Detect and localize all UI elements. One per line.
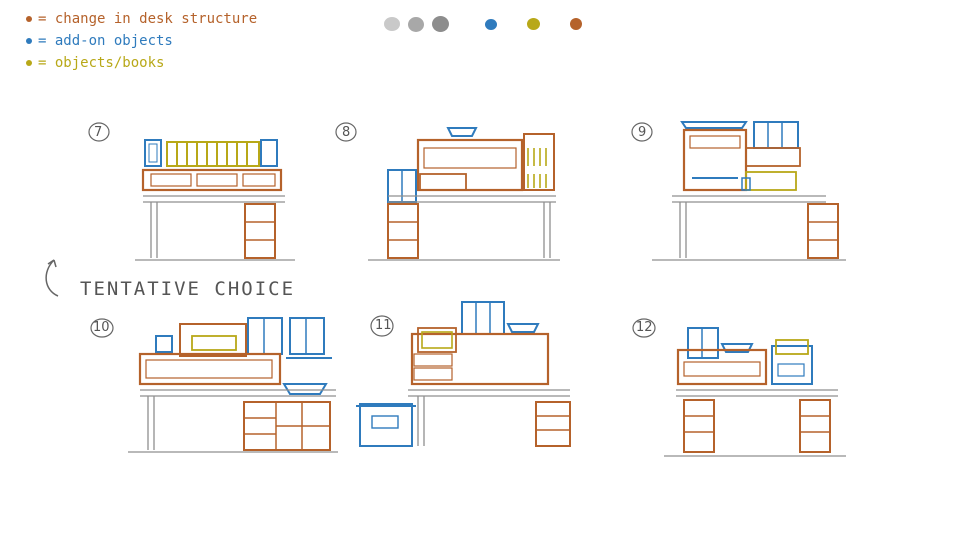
- swatch-yellow: [527, 18, 540, 30]
- swatch-orange: [570, 18, 582, 30]
- legend-dot-structure: [26, 16, 32, 22]
- swatch-light-gray: [384, 17, 400, 31]
- legend-item-addon: = add-on objects: [26, 30, 257, 52]
- sketch-number-8: 8: [342, 125, 351, 140]
- sketch-12: [632, 318, 846, 457]
- swatch-blue: [485, 18, 497, 30]
- sketch-number-12: 12: [636, 320, 653, 335]
- sketch-8: [335, 122, 560, 261]
- legend-dot-addon: [26, 38, 32, 44]
- swatch-dark-gray: [432, 16, 449, 32]
- swatch-mid-gray: [408, 16, 424, 32]
- sketch-number-10: 10: [93, 320, 110, 335]
- sketch-10: [90, 317, 338, 453]
- legend: = change in desk structure = add-on obje…: [26, 8, 257, 74]
- sketch-number-11: 11: [375, 318, 392, 333]
- sketch-9: [631, 121, 846, 261]
- sketch-7: [88, 122, 295, 261]
- legend-dot-books: [26, 60, 32, 66]
- sketch-number-7: 7: [94, 125, 103, 140]
- legend-label-addon: = add-on objects: [38, 33, 173, 49]
- sketch-number-9: 9: [638, 125, 647, 140]
- legend-item-structure: = change in desk structure: [26, 8, 257, 30]
- curved-arrow-icon: [45, 259, 59, 297]
- sketch-11: [356, 301, 571, 447]
- legend-label-books: = objects/books: [38, 55, 165, 71]
- color-swatches: [384, 16, 582, 32]
- legend-label-structure: = change in desk structure: [38, 11, 258, 27]
- legend-item-books: = objects/books: [26, 52, 257, 74]
- tentative-choice-label: TENTATIVE CHOICE: [80, 278, 296, 300]
